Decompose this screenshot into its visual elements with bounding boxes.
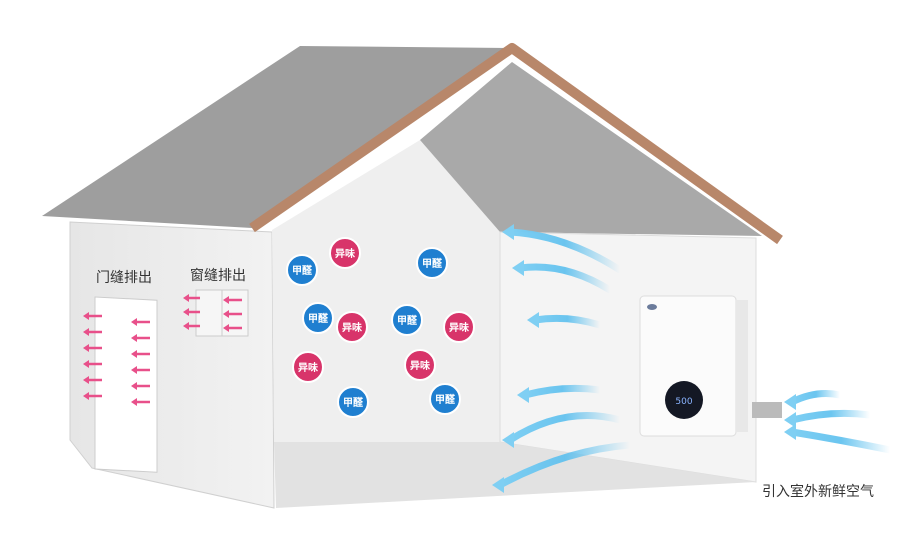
interior-back-wall	[272, 140, 500, 442]
exhaust-arrow	[131, 398, 150, 406]
formaldehyde-label: 甲醛	[422, 257, 443, 270]
exhaust-arrow	[83, 328, 102, 336]
airflow-arrow	[527, 312, 604, 329]
exhaust-arrow	[223, 296, 242, 304]
odor-bubble: 异味	[336, 311, 368, 343]
window-gap-label: 窗缝排出	[190, 267, 246, 284]
exhaust-arrow	[83, 360, 102, 368]
exhaust-arrow	[131, 318, 150, 326]
fresh-air-label: 引入室外新鲜空气	[762, 483, 874, 500]
airflow-arrow	[784, 409, 874, 428]
airflow-arrow	[502, 224, 624, 274]
odor-label: 异味	[449, 321, 469, 334]
exhaust-arrows	[83, 294, 242, 406]
fresh-air-unit: 500	[639, 295, 782, 437]
exhaust-arrow	[223, 324, 242, 332]
exhaust-arrow	[131, 366, 150, 374]
exhaust-arrow	[223, 310, 242, 318]
odor-bubble: 异味	[292, 351, 324, 383]
formaldehyde-label: 甲醛	[397, 314, 418, 327]
exhaust-arrow	[83, 376, 102, 384]
roof-trim	[249, 43, 783, 245]
airflow-arrow	[517, 384, 604, 403]
odor-label: 异味	[410, 359, 430, 372]
door	[94, 296, 158, 473]
exhaust-arrow	[83, 392, 102, 400]
airflow-arrow	[784, 424, 894, 454]
formaldehyde-label: 甲醛	[292, 264, 313, 277]
device-display: 500	[675, 397, 692, 407]
formaldehyde-bubble: 甲醛	[391, 304, 423, 336]
odor-label: 异味	[298, 361, 318, 374]
odor-bubble: 异味	[404, 349, 436, 381]
exhaust-arrow	[183, 322, 200, 330]
odor-bubble: 异味	[329, 237, 361, 269]
roof-underside	[420, 62, 762, 236]
exhaust-arrow	[131, 382, 150, 390]
exhaust-arrow	[83, 344, 102, 352]
airflow-arrow	[784, 390, 844, 410]
door-gap-label: 门缝排出	[96, 270, 152, 286]
airflow-arrows	[492, 224, 894, 493]
exhaust-arrow	[131, 350, 150, 358]
odor-label: 异味	[342, 321, 362, 334]
formaldehyde-bubble: 甲醛	[337, 386, 369, 418]
formaldehyde-label: 甲醛	[343, 396, 364, 409]
left-roof	[42, 46, 512, 228]
formaldehyde-bubble: 甲醛	[302, 302, 334, 334]
airflow-arrow	[502, 412, 624, 448]
formaldehyde-bubble: 甲醛	[429, 383, 461, 415]
airflow-arrow	[492, 441, 634, 493]
exhaust-arrow	[131, 334, 150, 342]
formaldehyde-label: 甲醛	[308, 312, 329, 325]
formaldehyde-bubble: 甲醛	[286, 254, 318, 286]
formaldehyde-bubble: 甲醛	[416, 247, 448, 279]
odor-bubble: 异味	[443, 311, 475, 343]
formaldehyde-label: 甲醛	[435, 393, 456, 406]
exhaust-arrow	[183, 294, 200, 302]
exhaust-arrow	[183, 308, 200, 316]
airflow-arrow	[512, 260, 614, 294]
exhaust-arrow	[83, 312, 102, 320]
pollutant-bubbles: 异味甲醛甲醛甲醛异味甲醛异味异味异味甲醛甲醛	[286, 237, 475, 418]
odor-label: 异味	[335, 247, 355, 260]
